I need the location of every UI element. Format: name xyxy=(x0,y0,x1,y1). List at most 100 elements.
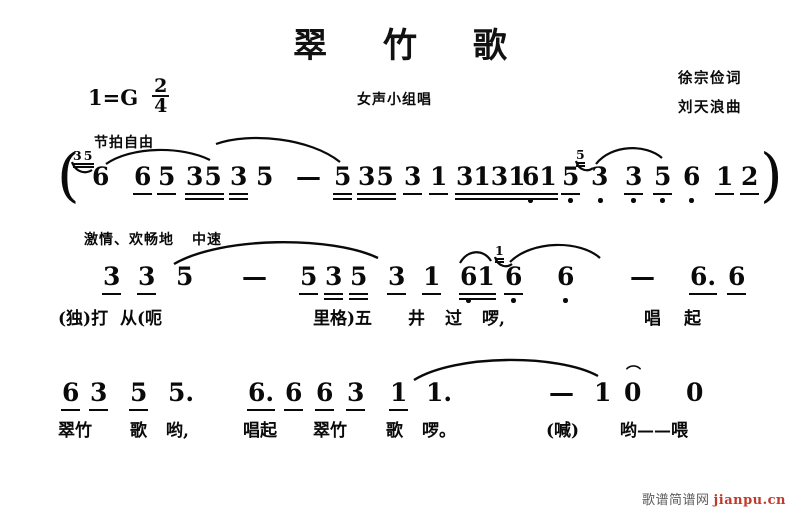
time-signature: 2 4 xyxy=(152,75,170,118)
note-6: 5 xyxy=(256,162,274,191)
note-19: 1 xyxy=(714,162,735,196)
s2-note-2: 3 xyxy=(136,262,157,296)
octave-dot-low-6 xyxy=(689,198,694,203)
time-signature-numerator: 2 xyxy=(154,75,168,97)
note-15: 3 xyxy=(591,162,609,191)
credits-block: 徐宗俭词 刘天浪曲 xyxy=(678,64,742,122)
s2-lyric-2: 从(呃 xyxy=(120,309,163,329)
s2-note-13-dash: — xyxy=(630,262,655,291)
open-paren: ( xyxy=(57,141,80,209)
octave-dot-low-4 xyxy=(631,198,636,203)
s2-slur-3 xyxy=(509,243,601,263)
note-row-1: ( 35 6 6 5 35 3 5 — 5 35 3 1 3131 xyxy=(0,136,800,204)
s2-note-1: 3 xyxy=(101,262,122,296)
s3-note-5: 6. xyxy=(246,378,276,412)
s2-note-5: 5 xyxy=(298,262,319,296)
note-17: 5 xyxy=(652,162,673,196)
s2-octave-dot-1 xyxy=(466,298,471,303)
voicing-label: 女声小组唱 xyxy=(357,92,432,108)
note-9: 35 xyxy=(357,162,396,201)
watermark-site: jianpu.cn xyxy=(713,493,786,508)
note-13: 61 xyxy=(521,162,558,201)
s2-grace-tie xyxy=(493,256,513,268)
s3-lyric-6: 歌 xyxy=(386,421,403,441)
note-18: 6 xyxy=(683,162,701,191)
s2-lyric-3: 里格)五 xyxy=(313,309,373,329)
grace-note-35: 35 xyxy=(73,148,95,168)
staff-system-2: 3 3 5 — 5 3 5 3 1 61 1 xyxy=(0,240,800,329)
note-10: 3 xyxy=(402,162,423,196)
octave-dot-low-2 xyxy=(568,198,573,203)
s2-lyric-1: (独)打 xyxy=(58,309,109,329)
slur-1 xyxy=(105,148,211,165)
s2-lyric-1-solo: 独 xyxy=(66,309,84,329)
slur-3 xyxy=(595,147,663,165)
grace-note-5: 5 xyxy=(576,147,585,167)
note-7-dash: — xyxy=(296,162,321,191)
grace-tie-2 xyxy=(574,160,594,172)
note-8: 5 xyxy=(332,162,353,201)
lyric-row-3: 翠竹 歌 哟, 唱起 翠竹 歌 啰。 (喊) 哟——喂 xyxy=(0,420,800,446)
expression-tempo-text: 中速 xyxy=(192,232,222,248)
s2-note-6: 3 xyxy=(323,262,344,301)
expression-mood: 激情、欢畅地 中速 xyxy=(84,229,222,249)
s2-note-12: 6 xyxy=(557,262,575,291)
s3-lyric-8: (喊) xyxy=(546,421,580,441)
s3-note-1: 6 xyxy=(60,378,81,412)
composer-credit: 刘天浪曲 xyxy=(678,99,742,116)
s2-note-10: 61 xyxy=(459,262,496,301)
s2-lyric-8: 起 xyxy=(684,309,701,329)
s2-note-15: 6 xyxy=(726,262,747,296)
s2-slur-1 xyxy=(173,240,379,266)
s3-note-9: 1 xyxy=(388,378,409,412)
s2-lyric-7: 唱 xyxy=(644,309,661,329)
note-1: 6 xyxy=(92,162,110,191)
s3-lyric-7: 啰。 xyxy=(422,421,456,441)
s2-slur-2 xyxy=(459,251,492,264)
s2-lyric-5: 过 xyxy=(445,309,462,329)
note-20: 2 xyxy=(739,162,760,196)
s2-lyric-4: 井 xyxy=(408,309,425,329)
s3-note-6: 6 xyxy=(283,378,304,412)
expression-free-tempo: 节拍自由 xyxy=(94,135,154,151)
note-12: 3131 xyxy=(455,162,527,201)
s2-grace-note-1: 1 xyxy=(495,243,504,263)
note-5: 3 xyxy=(228,162,249,201)
close-paren: ) xyxy=(760,141,783,209)
s3-note-10: 1. xyxy=(426,378,453,407)
s3-note-13-rest: 0 xyxy=(624,378,642,407)
s3-note-8: 3 xyxy=(345,378,366,412)
fermata-icon: ⌒ xyxy=(626,364,642,382)
key-signature-label: 1=G xyxy=(88,84,139,110)
s3-lyric-9: 哟——喂 xyxy=(620,421,688,441)
note-11: 1 xyxy=(428,162,449,196)
note-row-2: 3 3 5 — 5 3 5 3 1 61 1 xyxy=(0,240,800,303)
page-title: 翠 竹 歌 xyxy=(293,26,529,66)
note-2: 6 xyxy=(132,162,153,196)
s2-note-9: 1 xyxy=(421,262,442,296)
s3-note-12-dash: — xyxy=(549,378,574,407)
s3-note-11: 1 xyxy=(594,378,612,407)
s3-slur-1 xyxy=(413,358,599,382)
s2-note-14: 6. xyxy=(688,262,718,296)
s3-note-2: 3 xyxy=(88,378,109,412)
s3-lyric-2: 歌 xyxy=(130,421,147,441)
s3-lyric-3: 哟, xyxy=(166,421,189,441)
grace-tie-1 xyxy=(70,161,93,174)
s2-note-4-dash: — xyxy=(242,262,267,291)
s2-note-3: 5 xyxy=(176,262,194,291)
time-signature-denominator: 4 xyxy=(152,95,170,118)
expression-mood-text: 激情、欢畅地 xyxy=(84,232,174,248)
s2-octave-dot-3 xyxy=(563,298,568,303)
s2-lyric-6: 啰, xyxy=(482,309,505,329)
s3-lyric-1: 翠竹 xyxy=(58,421,92,441)
s3-note-7: 6 xyxy=(314,378,335,412)
s2-note-7: 5 xyxy=(348,262,369,301)
key-and-time-signature: 1=G 2 4 xyxy=(88,75,170,118)
note-row-3: 6 3 5 5. 6. 6 6 3 1 1. 1 — ⌒ 0 0 xyxy=(0,358,800,414)
s2-note-8: 3 xyxy=(386,262,407,296)
s2-note-11: 6 xyxy=(503,262,524,296)
note-4: 35 xyxy=(185,162,224,201)
